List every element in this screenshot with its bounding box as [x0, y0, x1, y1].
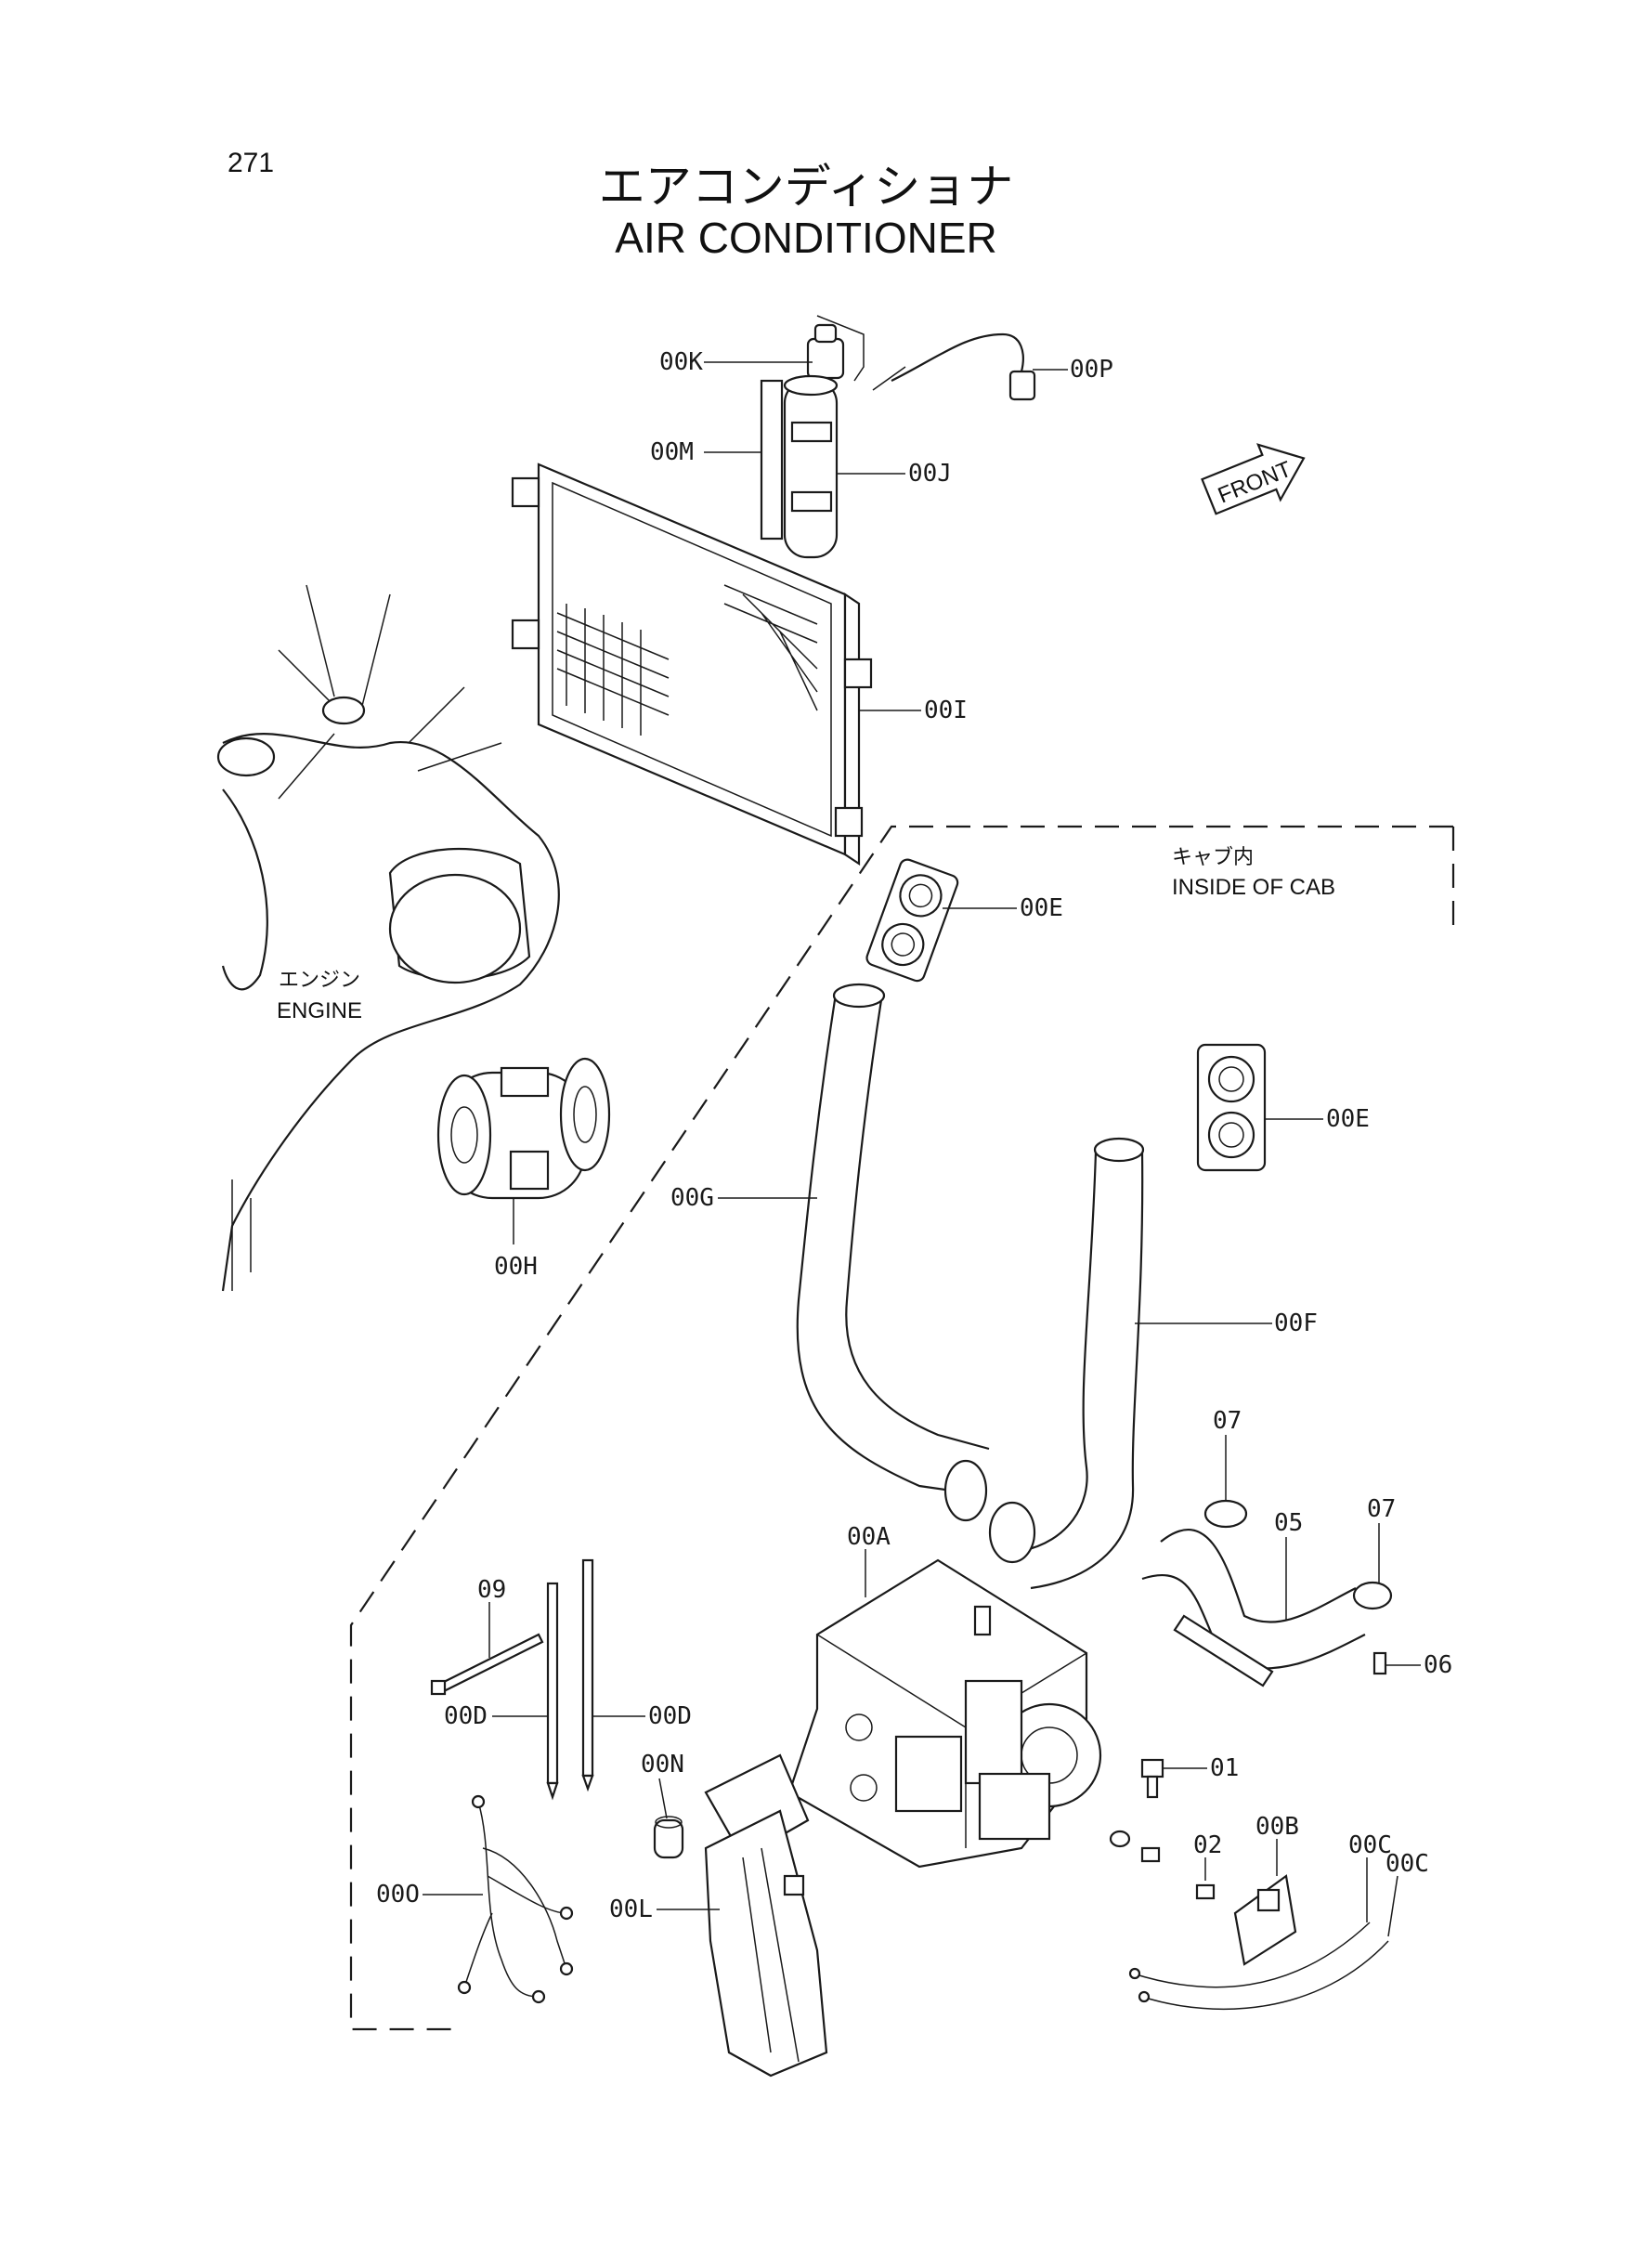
vent-louver-upper: [865, 858, 959, 983]
callout-01: 01: [1210, 1754, 1239, 1782]
callout-00E-upper: 00E: [1020, 894, 1063, 922]
condenser: [511, 463, 873, 866]
engine-label-en: ENGINE: [277, 998, 362, 1023]
duct-00F: [988, 1137, 1145, 1590]
callout-06: 06: [1424, 1651, 1452, 1679]
callout-00C-right: 00C: [1385, 1850, 1429, 1878]
callout-00P: 00P: [1070, 356, 1113, 384]
cab-label-en: INSIDE OF CAB: [1172, 875, 1335, 900]
tie-band-09: [430, 1633, 544, 1696]
callout-07-right: 07: [1367, 1495, 1396, 1523]
callout-00F: 00F: [1274, 1309, 1318, 1337]
callout-00O: 00O: [376, 1881, 420, 1909]
cushion-00N: [653, 1816, 684, 1859]
callout-09: 09: [477, 1576, 506, 1604]
front-arrow-icon: FRONT: [1201, 443, 1306, 515]
callout-00J: 00J: [908, 460, 952, 488]
duct-00G: [796, 983, 990, 1522]
rod-00D-right: [581, 1558, 594, 1792]
callout-00N: 00N: [641, 1751, 684, 1778]
callout-00K: 00K: [659, 348, 703, 376]
callout-00D-right: 00D: [648, 1702, 692, 1730]
callout-00L: 00L: [609, 1896, 653, 1923]
receiver-drier: [760, 315, 1036, 559]
callout-07-left: 07: [1213, 1407, 1242, 1435]
callout-00I: 00I: [924, 697, 968, 724]
harness-00O: [457, 1794, 574, 2004]
callout-00H: 00H: [494, 1253, 538, 1281]
callout-02: 02: [1193, 1831, 1222, 1859]
duct-00L: [704, 1753, 828, 2078]
rod-00D-left: [546, 1582, 559, 1801]
title-japanese: エアコンディショナ: [599, 161, 1014, 213]
screw-02: [1140, 1846, 1216, 1900]
callout-00M: 00M: [650, 438, 694, 466]
compressor: [436, 1057, 611, 1200]
engine: [216, 584, 560, 1292]
callout-00A: 00A: [847, 1523, 891, 1551]
air-conditioner-unit: [787, 1558, 1102, 1869]
callout-00G: 00G: [670, 1184, 714, 1212]
cab-label-jp: キャブ内: [1172, 845, 1254, 868]
cables-00C: [1128, 1922, 1389, 2011]
callout-05: 05: [1274, 1509, 1303, 1537]
vent-louver-lower: [1196, 1043, 1267, 1172]
engine-label-jp: エンジン: [279, 968, 360, 991]
hose-05: [1141, 1499, 1393, 1687]
title-english: AIR CONDITIONER: [615, 214, 996, 262]
cab-boundary: [349, 825, 1453, 2031]
bolt-01: [1140, 1758, 1164, 1799]
callout-00C-left: 00C: [1348, 1831, 1392, 1859]
page-number: 271: [228, 148, 274, 178]
callout-00B: 00B: [1255, 1813, 1299, 1841]
callout-00E-lower: 00E: [1326, 1105, 1370, 1133]
callout-00D-left: 00D: [444, 1702, 488, 1730]
bracket-00B: [1233, 1874, 1297, 1966]
